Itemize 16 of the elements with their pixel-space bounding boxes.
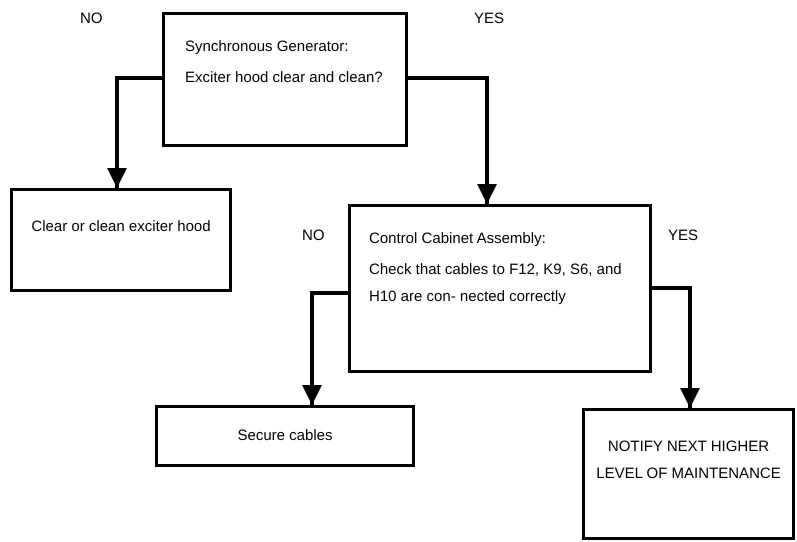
arrow [408, 76, 497, 204]
process-box [582, 408, 795, 540]
box-text: Clear or clean exciter hood [30, 217, 212, 237]
arrow [652, 286, 700, 408]
process-box [348, 204, 652, 373]
box-text: Exciter hood clear and clean? [185, 68, 384, 88]
arrow [107, 76, 162, 188]
box-text: Check that cables to F12, K9, S6, and H10 are con- nected correctly [369, 260, 623, 307]
process-box [10, 188, 232, 292]
process-box [162, 12, 408, 147]
process-box [155, 405, 415, 467]
box-text: Secure cables [236, 426, 334, 446]
arrow [302, 291, 348, 405]
box-heading: Control Cabinet Assembly: [369, 229, 547, 249]
box-heading: Synchronous Generator: [185, 37, 350, 57]
box-text: NOTIFY NEXT HIGHER LEVEL OF MAINTENANCE [595, 437, 782, 484]
